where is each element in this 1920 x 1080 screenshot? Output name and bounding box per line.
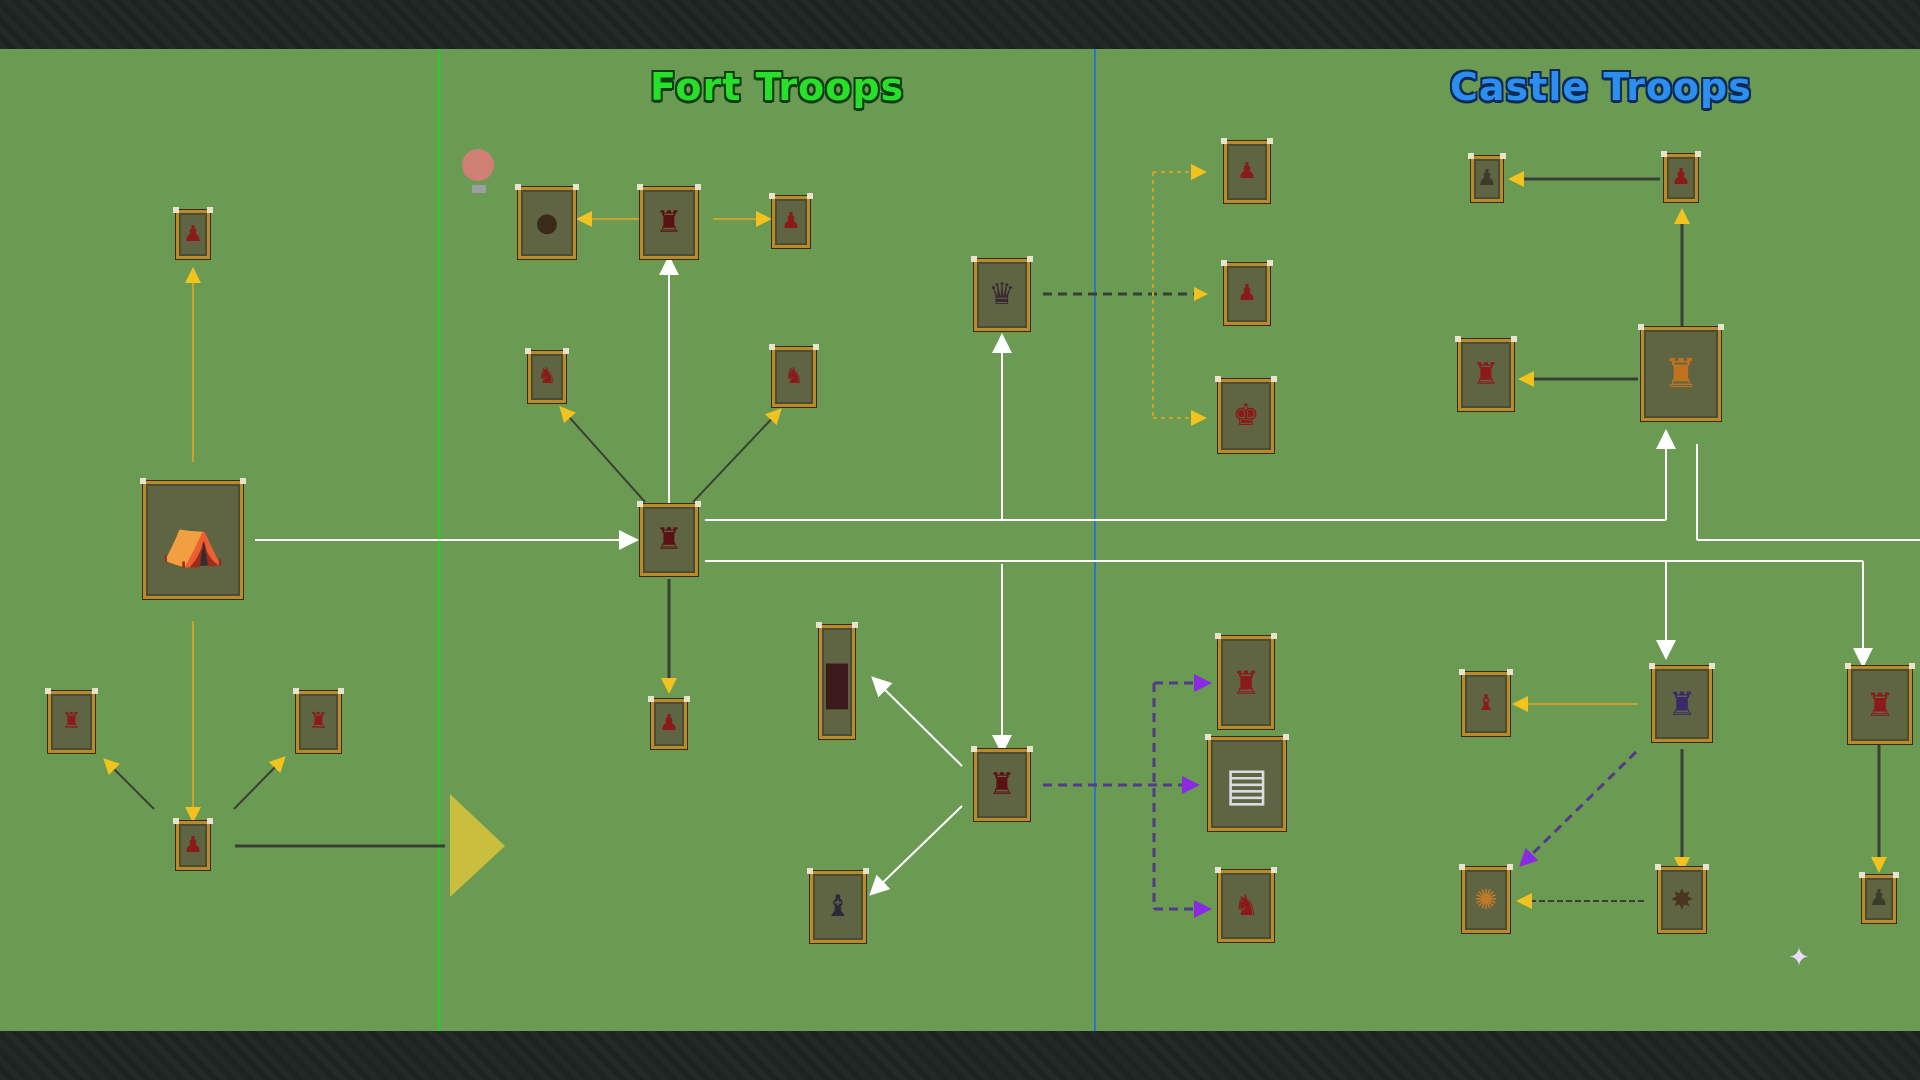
fort-catapult-node[interactable]: ♝: [807, 868, 869, 943]
tent-up-soldier-node[interactable]: ♟: [173, 207, 213, 259]
top-border: [0, 0, 1920, 49]
castle-edge-building-node[interactable]: ♜: [1845, 663, 1915, 744]
soldier-icon: ♟: [183, 832, 203, 858]
bottom-border: [0, 1031, 1920, 1080]
fort-workshop-node[interactable]: ♜: [971, 746, 1033, 821]
soldier-icon: ♟: [1477, 166, 1497, 191]
cart-icon: ♜: [61, 709, 82, 734]
archer-icon: ♟: [781, 209, 801, 234]
tent-cart-node[interactable]: ♜: [45, 688, 98, 753]
connection-lines: [103, 49, 1920, 1031]
vortex-icon: ✺: [1474, 883, 1498, 916]
castle-beast-node[interactable]: ✸: [1655, 864, 1709, 933]
rider-icon: ♞: [1233, 889, 1259, 922]
temple-icon: ♜: [1667, 685, 1697, 723]
tent-down-soldier-node[interactable]: ♟: [173, 818, 213, 870]
fort-hub-node[interactable]: ♜: [637, 501, 701, 576]
castle-demon-node[interactable]: ♚: [1215, 376, 1277, 453]
castle-temple-node[interactable]: ♜: [1649, 663, 1715, 742]
soldier-icon: ♟: [659, 711, 679, 736]
hot-air-balloon-icon: [462, 149, 496, 197]
spellbook-icon: ▤: [1225, 757, 1269, 811]
soldier-icon: ♟: [183, 221, 203, 247]
soldier-icon: ♟: [1671, 165, 1691, 190]
throne-icon: ♛: [988, 277, 1016, 312]
castle-small-a-node[interactable]: ♟: [1468, 153, 1506, 202]
fort-building-icon: ♜: [655, 522, 683, 557]
tent-shrine-node[interactable]: ♜: [293, 688, 344, 753]
fort-troops-title: Fort Troops: [650, 65, 905, 109]
castle-vortex-node[interactable]: ✺: [1459, 864, 1513, 933]
house-icon: ♜: [1865, 686, 1895, 724]
beast-icon: ✸: [1670, 883, 1694, 916]
fort-footman-node[interactable]: ♟: [648, 696, 690, 749]
fort-swordsman-node[interactable]: ♞: [525, 348, 569, 403]
soldier-icon: ♟: [1869, 886, 1889, 911]
mage-icon: ♝: [1476, 691, 1496, 716]
demon-icon: ♚: [1232, 398, 1260, 433]
castle-small-b-node[interactable]: ♟: [1661, 151, 1701, 202]
castle-edge-soldier-node[interactable]: ♟: [1859, 872, 1899, 923]
tech-tree-field[interactable]: Fort Troops Castle Troops ✦ ⛺ ♟ ♟ ♜ ♜ ♜ …: [0, 49, 1920, 1031]
castle-guard-node[interactable]: ♟: [1221, 260, 1273, 325]
lancer-icon: ♞: [784, 364, 804, 389]
castle-rider-node[interactable]: ♞: [1215, 867, 1277, 942]
wall-icon: ▮: [820, 647, 854, 717]
castle-cannon-node[interactable]: ♜: [1455, 336, 1517, 411]
guard-icon: ♟: [1237, 281, 1257, 306]
market-icon: ♜: [1663, 351, 1699, 397]
shrine-icon: ♜: [1231, 663, 1261, 702]
tower-building-icon: ♜: [655, 205, 683, 240]
castle-tome-node[interactable]: ▤: [1205, 734, 1289, 831]
tent-icon: ⛺: [160, 510, 226, 570]
fort-throne-node[interactable]: ♛: [971, 256, 1033, 331]
castle-shrine-node[interactable]: ♜: [1215, 633, 1277, 729]
castle-mage-node[interactable]: ♝: [1459, 669, 1513, 736]
fort-bust-node[interactable]: ●: [515, 184, 579, 259]
bust-icon: ●: [535, 208, 559, 238]
fort-wall-node[interactable]: ▮: [816, 622, 858, 739]
fort-archer-node[interactable]: ♟: [769, 193, 813, 248]
workshop-icon: ♜: [988, 767, 1016, 802]
castle-troops-title: Castle Troops: [1450, 65, 1752, 109]
cannon-icon: ♜: [1472, 357, 1500, 392]
fairy-icon: ✦: [1788, 943, 1810, 973]
castle-market-node[interactable]: ♜: [1638, 324, 1724, 421]
shrine-icon: ♜: [308, 709, 329, 734]
warrior-icon: ♟: [1237, 159, 1257, 184]
fort-tower-node[interactable]: ♜: [637, 184, 701, 259]
castle-warrior-node[interactable]: ♟: [1221, 138, 1273, 203]
swordsman-icon: ♞: [537, 364, 557, 389]
tent-node[interactable]: ⛺: [140, 478, 246, 599]
fort-lancer-node[interactable]: ♞: [769, 344, 819, 407]
siege-engine-icon: ♝: [824, 889, 852, 924]
